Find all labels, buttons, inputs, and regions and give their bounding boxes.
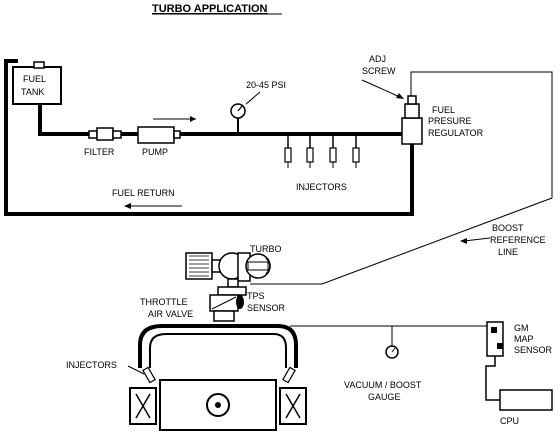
filter-fitting-right [112,130,122,139]
map-label-2: MAP [514,334,534,344]
injectors-top-label: INJECTORS [296,182,347,192]
adj-screw [407,95,417,105]
adj-pointer-head [396,93,404,99]
boost-pointer-head [460,238,467,244]
boost-label-2: REFERENCE [490,235,546,245]
gauge-label-1: VACUUM / BOOST [344,380,422,390]
adj-label-1: ADJ [369,54,386,64]
map-connector [497,343,503,349]
cpu-wire [485,356,504,401]
regulator-body [404,103,420,119]
tps-label-2: SENSOR [247,303,286,313]
injector-rail [284,134,360,168]
gauge-label-2: GAUGE [368,392,401,402]
fuel-tank-label-2: TANK [21,87,44,97]
boost-pointer [463,237,491,242]
fuel-tank-label-1: FUEL [23,74,46,84]
vacuum-gauge-needle [391,347,396,353]
throttle-plate [211,296,237,310]
right-head-mark [285,393,301,419]
throttle-label-1: THROTTLE [140,297,188,307]
turbo-assembly: TURBO [185,244,282,288]
turbo-down-pipe [227,278,239,288]
boost-label-3: LINE [498,247,518,257]
turbo-air-filter [185,252,213,280]
fuel-tank [12,66,62,105]
injector [284,134,292,168]
injector [306,134,314,168]
filter-fitting-left [88,130,98,139]
turbo-outlet [265,257,271,275]
fuel-tank-cap [33,61,45,69]
tps-label-1: TPS [247,291,265,301]
sensor-circuit: VACUUM / BOOST GAUGE GM MAP SENSOR CPU [290,321,553,426]
injector [329,134,337,168]
pump-label: PUMP [142,147,168,157]
regulator-label-2: PRESURE [428,116,472,126]
injector [352,134,360,168]
map-label-3: SENSOR [514,345,553,355]
pressure-gauge-needle [237,105,243,112]
left-head-mark [135,393,151,419]
injector [142,366,156,384]
psi-pointer [245,91,261,105]
fuel-return-label: FUEL RETURN [112,188,175,198]
fuel-circuit: FUEL TANK FILTER PUMP 20-45 PSI [4,54,484,216]
boost-label-1: BOOST [492,223,524,233]
pump [137,126,175,144]
engine: INJECTORS [66,324,307,431]
regulator-label-3: REGULATOR [428,128,484,138]
diagram-title: TURBO APPLICATION [152,3,268,15]
injector-pointer [127,365,145,375]
filter-label: FILTER [84,147,115,157]
tps-sensor [236,295,244,309]
throttle-label-2: AIR VALVE [148,309,193,319]
throttle-flange [217,286,247,296]
intake-plenum-outer [138,324,298,368]
cpu-box [499,389,553,411]
flow-arrow-head [190,116,196,122]
adj-label-2: SCREW [362,66,396,76]
tank-stub [4,59,18,63]
injectors-bottom-label: INJECTORS [66,360,117,370]
boost-reference: BOOST REFERENCE LINE [250,71,553,285]
regulator-label-1: FUEL [432,105,455,115]
cpu-label: CPU [500,416,519,426]
supply-line [38,103,412,136]
filter [96,127,114,141]
intake-plenum-inner [149,333,287,368]
throttle-base [213,310,235,322]
return-line [4,61,414,216]
map-port [491,327,497,333]
return-arrow-head [124,203,131,209]
map-label-1: GM [514,323,529,333]
psi-label: 20-45 PSI [246,80,286,90]
fuel-pressure-regulator [401,117,423,145]
throttle-body: THROTTLE AIR VALVE TPS SENSOR [140,286,286,322]
boost-reference-line [250,71,553,285]
crank-hub [215,402,221,408]
injector [282,366,296,384]
adj-pointer [361,79,401,98]
turbo-shaft [247,261,269,271]
turbo-label: TURBO [250,244,282,254]
pump-outlet [173,130,181,139]
air-filter-fins [189,255,209,277]
